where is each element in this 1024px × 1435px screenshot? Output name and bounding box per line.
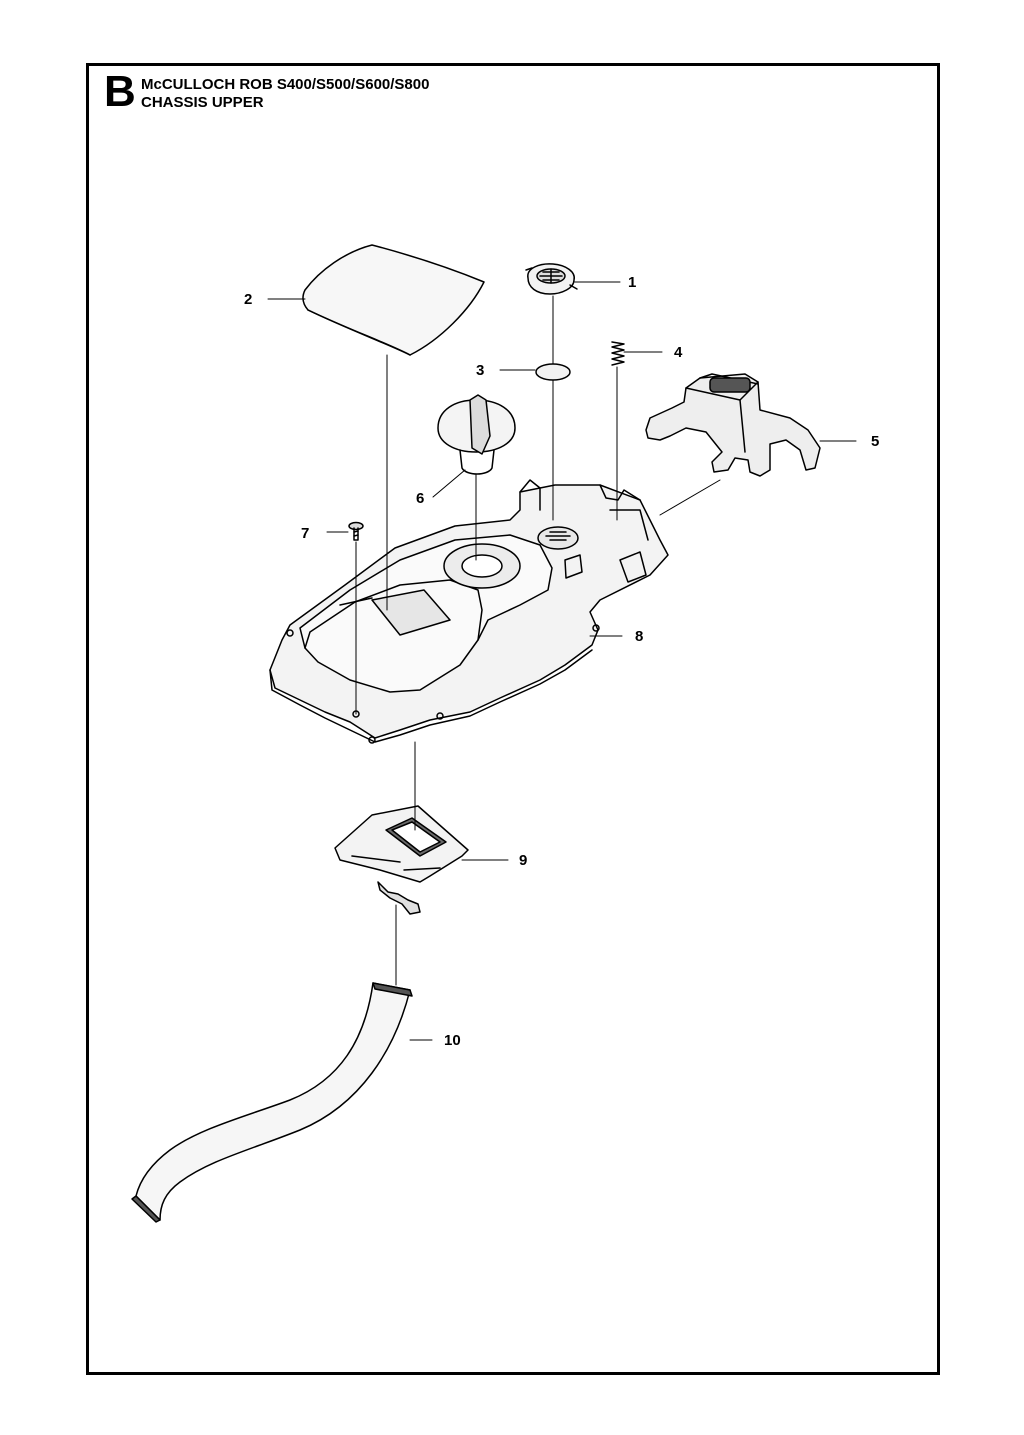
part-10-ribbon-cable[interactable] — [131, 982, 413, 1223]
part-8-upper-chassis[interactable] — [269, 479, 669, 744]
part-3-seal[interactable] — [535, 363, 571, 381]
callout-9: 9 — [519, 852, 527, 869]
assembly-lines — [267, 281, 857, 1041]
model-title: McCULLOCH ROB S400/S500/S600/S800 — [141, 76, 430, 93]
group-title: CHASSIS UPPER — [141, 94, 264, 111]
part-1-grille-cap[interactable] — [525, 263, 578, 295]
callout-1: 1 — [628, 274, 636, 291]
callout-3: 3 — [476, 362, 484, 379]
part-9-circuit-board[interactable] — [334, 805, 469, 915]
callout-4: 4 — [674, 344, 683, 361]
callout-7: 7 — [301, 525, 309, 542]
callout-6: 6 — [416, 490, 424, 507]
page-frame — [86, 63, 940, 1375]
part-4-spring[interactable] — [611, 341, 625, 366]
callout-10: 10 — [444, 1032, 461, 1049]
part-2-pad[interactable] — [302, 244, 485, 356]
callout-5: 5 — [871, 433, 879, 450]
callout-numbers: 1 2 3 4 5 6 7 8 9 10 — [244, 274, 879, 1049]
callout-8: 8 — [635, 628, 643, 645]
callout-2: 2 — [244, 291, 252, 308]
section-letter: B — [104, 67, 136, 116]
part-7-screw[interactable] — [348, 521, 364, 541]
part-6-knob[interactable] — [437, 394, 516, 475]
part-5-bumper[interactable] — [645, 373, 821, 477]
